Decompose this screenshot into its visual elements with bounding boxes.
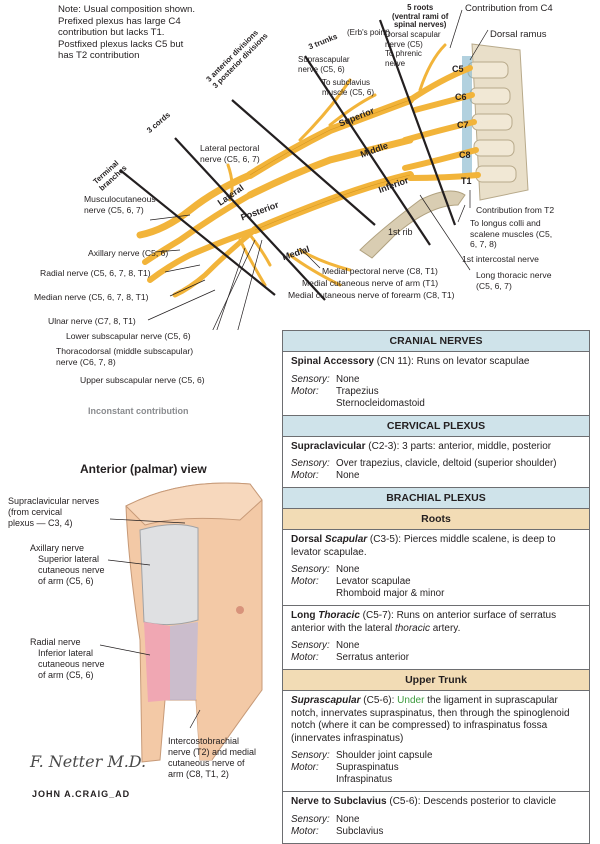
supraclavicular-nerves-label: Supraclavicular nerves (from cervical pl… (8, 496, 100, 528)
ulnar-nerve-label: Ulnar nerve (C7, 8, T1) (48, 316, 136, 326)
composition-note: Note: Usual composition shown. Prefixed … (58, 4, 196, 61)
erbs-point-label: (Erb's point) (347, 28, 390, 37)
c7-label: C7 (457, 120, 469, 130)
brachial-plexus-illustration (119, 9, 529, 330)
median-nerve-label: Median nerve (C5, 6, 7, 8, T1) (34, 292, 149, 302)
thoracodorsal-label: Thoracodorsal (middle subscapular) nerve… (56, 346, 194, 367)
t1-label: T1 (461, 176, 472, 186)
roots-header: Roots (283, 509, 589, 530)
craig-signature: JOHN A.CRAIG_AD (32, 789, 131, 799)
dorsal-ramus-label: Dorsal ramus (490, 29, 547, 40)
medial-cutaneous-arm-label: Medial cutaneous nerve of arm (T1) (302, 278, 439, 288)
radial-nerve-label: Radial nerve (C5, 6, 7, 8, T1) (40, 268, 151, 278)
axillary-zone-label: Axillary nerve Superior lateral cutaneou… (30, 543, 105, 586)
first-rib-label: 1st rib (388, 227, 413, 237)
suprascapular-row: Suprascapular (C5-6): Under the ligament… (283, 691, 589, 792)
long-thoracic-row: Long Thoracic (C5-7): Runs on anterior s… (283, 606, 589, 670)
lateral-pectoral-label: Lateral pectoral nerve (C5, 6, 7) (200, 143, 260, 164)
subclavius-row: Nerve to Subclavius (C5-6): Descends pos… (291, 796, 557, 837)
contribution-t2-label: Contribution from T2 (476, 205, 555, 215)
upper-trunk-header: Upper Trunk (283, 670, 589, 691)
dorsal-scapular-row: Dorsal Scapular (C3-5): Pierces middle s… (283, 530, 589, 606)
to-subclavius-label: To subclavius muscle (C5, 6) (322, 78, 375, 97)
dorsal-scapular-label: Dorsal scapular nerve (C5) To phrenic ne… (385, 30, 441, 68)
medial-pectoral-label: Medial pectoral nerve (C8, T1) (322, 266, 438, 276)
intercostobrachial-label: Intercostobrachial nerve (T2) and medial… (168, 736, 257, 779)
supraclavicular-row: Supraclavicular (C2-3): 3 parts: anterio… (283, 437, 589, 488)
first-intercostal-label: 1st intercostal nerve (462, 254, 539, 264)
c8-label: C8 (459, 150, 471, 160)
upper-subscapular-label: Upper subscapular nerve (C5, 6) (80, 375, 205, 385)
axillary-nerve-label: Axillary nerve (C5, 6) (88, 248, 169, 258)
anterior-view-title: Anterior (palmar) view (80, 462, 207, 476)
nerve-trunks (136, 43, 481, 298)
c5-label: C5 (452, 64, 464, 74)
contribution-c4-label: Contribution from C4 (465, 3, 553, 14)
radial-zone-label: Radial nerve Inferior lateral cutaneous … (30, 637, 105, 680)
nerve-table: CRANIAL NERVES Spinal Accessory (CN 11):… (282, 330, 590, 844)
medial-cutaneous-forearm-label: Medial cutaneous nerve of forearm (C8, T… (288, 290, 455, 300)
cervical-plexus-header: CERVICAL PLEXUS (283, 415, 589, 437)
inconstant-contribution: Inconstant contribution (88, 406, 189, 416)
leader-lines (147, 9, 489, 330)
division-lines (119, 19, 457, 301)
netter-signature: F. Netter M.D. (30, 752, 147, 771)
first-rib (359, 190, 466, 259)
brachial-plexus-header: BRACHIAL PLEXUS (283, 488, 589, 509)
suprascapular-label: Suprascapular nerve (C5, 6) (298, 55, 350, 74)
lower-subscapular-label: Lower subscapular nerve (C5, 6) (66, 331, 191, 341)
long-thoracic-label: Long thoracic nerve (C5, 6, 7) (476, 270, 552, 291)
musculocutaneous-label: Musculocutaneous nerve (C5, 6, 7) (84, 194, 156, 215)
cranial-nerves-header: CRANIAL NERVES (283, 331, 589, 352)
roots-label: 5 roots (ventral rami of spinal nerves) (392, 3, 449, 29)
c6-label: C6 (455, 92, 467, 102)
vertebral-column (462, 43, 529, 201)
longus-colli-label: To longus colli and scalene muscles (C5,… (470, 218, 553, 249)
spinal-accessory-row: Spinal Accessory (CN 11): Runs on levato… (283, 352, 589, 416)
